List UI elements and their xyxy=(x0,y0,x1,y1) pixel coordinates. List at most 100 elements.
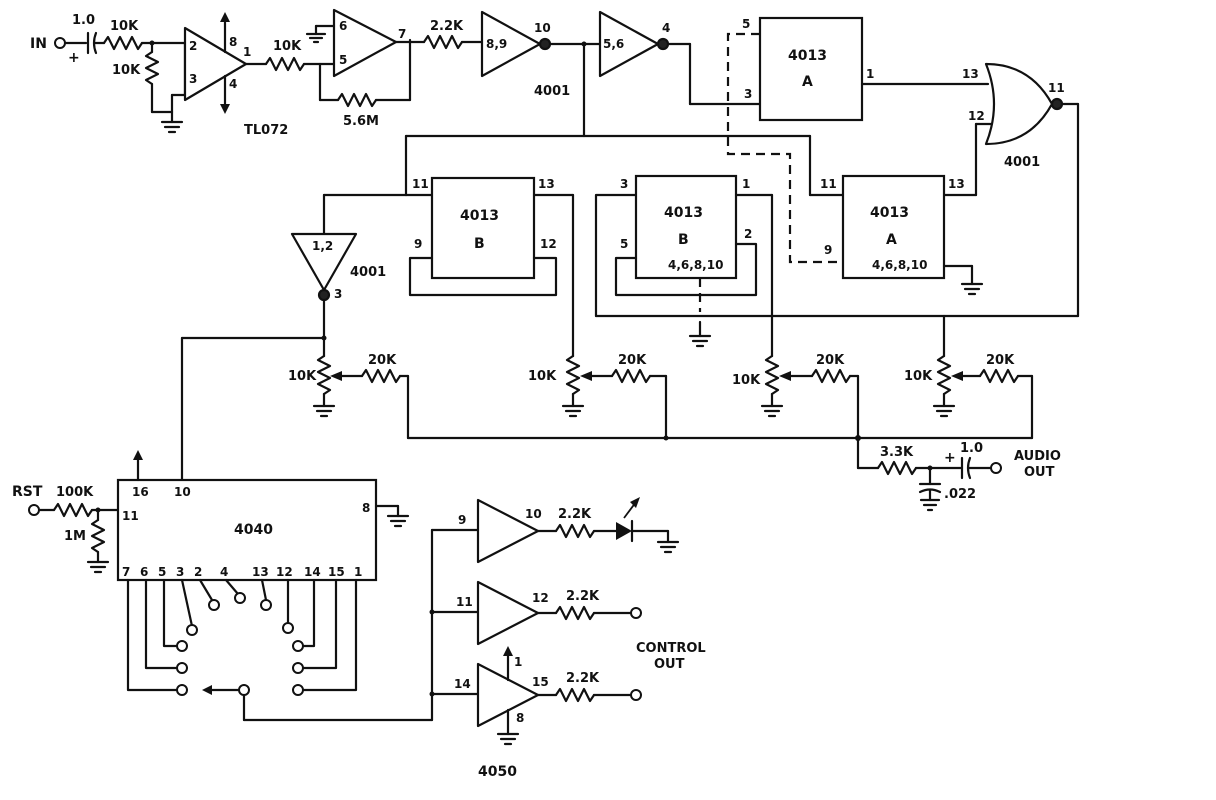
wiper-arrow-icon xyxy=(202,685,212,695)
input-stage: IN 1.0 + 10K 10K 2 3 8 4 1 TL072 xyxy=(30,8,484,138)
selector-contact[interactable] xyxy=(292,662,304,674)
buffer-pin-1: 1 xyxy=(514,655,522,669)
counter-pin-8: 8 xyxy=(362,501,370,515)
mix-resistor-3 xyxy=(810,368,852,384)
ffa-right-pin-13: 13 xyxy=(948,177,965,191)
control-resistor-2-value: 2.2K xyxy=(566,671,600,686)
opamp2-pin-5: 5 xyxy=(339,53,347,67)
selector-contact[interactable] xyxy=(176,662,188,674)
led-resistor-value: 2.2K xyxy=(558,507,592,522)
ffb-left-sub: B xyxy=(474,236,485,252)
audio-out-label-1: AUDIO xyxy=(1014,449,1061,464)
counter-pin-11: 11 xyxy=(122,509,139,523)
feedback-resistor-value: 5.6M xyxy=(343,114,379,129)
selector-contact[interactable] xyxy=(176,640,188,652)
mix2-value: 20K xyxy=(618,353,647,368)
input-resistor-value: 10K xyxy=(110,19,139,34)
selector-contact[interactable] xyxy=(186,624,198,636)
gate2-output-pin: 4 xyxy=(662,21,670,35)
flipflop-a-right: 4013 A 4,6,8,10 11 13 9 xyxy=(820,174,984,358)
opamp2-pin-6: 6 xyxy=(339,19,347,33)
audio-out-terminal xyxy=(990,462,1002,474)
control-out-label-2: OUT xyxy=(654,657,685,672)
nor-pin-12: 12 xyxy=(968,109,985,123)
input-terminal xyxy=(54,37,66,49)
opamp1-pin-3: 3 xyxy=(189,72,197,86)
ffb-left-label: 4013 xyxy=(460,208,499,224)
selector-contact[interactable] xyxy=(292,684,304,696)
opamp1-pin-2: 2 xyxy=(189,39,197,53)
control-out-terminal-2 xyxy=(630,689,642,701)
input-label: IN xyxy=(30,36,47,52)
opamp1-pin-4: 4 xyxy=(229,77,237,91)
gain-resistor-value: 10K xyxy=(273,39,302,54)
counter-bottom-pin: 5 xyxy=(158,565,166,579)
selector-contact[interactable] xyxy=(260,599,272,611)
counter-bottom-pin: 3 xyxy=(176,565,184,579)
selector-contact[interactable] xyxy=(234,592,246,604)
inverter-input-pins: 1,2 xyxy=(312,239,333,253)
input-cap-value: 1.0 xyxy=(72,13,95,28)
ffa-top-pin-3: 3 xyxy=(744,87,752,101)
power-arrow-up-icon xyxy=(133,450,143,460)
mix-resistor-4 xyxy=(978,368,1020,384)
nor-part-label: 4001 xyxy=(1004,155,1040,170)
mix4-value: 20K xyxy=(986,353,1015,368)
audio-out-label-2: OUT xyxy=(1024,465,1055,480)
ffa-right-label: 4013 xyxy=(870,205,909,221)
nor-gate-buffer-1 xyxy=(480,10,542,78)
gate1-input-pins: 8,9 xyxy=(486,37,507,51)
reset-pulldown-resistor xyxy=(90,518,106,554)
ffb-mid-power-pins: 4,6,8,10 xyxy=(668,258,723,272)
buffer-pin-8: 8 xyxy=(516,711,524,725)
counter-bottom-pin: 7 xyxy=(122,565,130,579)
nor-pin-13: 13 xyxy=(962,67,979,81)
selector-contact[interactable] xyxy=(292,640,304,652)
nor-gate-4001 xyxy=(984,62,1054,146)
ffa-top-sub: A xyxy=(802,74,813,90)
filter-cap-value: .022 xyxy=(944,487,976,502)
selector-contact[interactable] xyxy=(176,684,188,696)
output-resistor xyxy=(876,460,918,476)
buffer-pin-15: 15 xyxy=(532,675,549,689)
selector-contact[interactable] xyxy=(282,622,294,634)
inverter-part-label: 4001 xyxy=(350,265,386,280)
opamp-stage-2 xyxy=(332,8,398,78)
output-resistor-value: 3.3K xyxy=(880,445,914,460)
bias-resistor xyxy=(144,50,160,86)
ffa-right-pin-11: 11 xyxy=(820,177,837,191)
counter-pin-16: 16 xyxy=(132,485,149,499)
mixer-network: 10K 20K 10K 20K 10K 20K xyxy=(288,353,1061,512)
selector-contact[interactable] xyxy=(208,599,220,611)
flipflop-4013-a-top xyxy=(758,16,864,122)
pot1-value: 10K xyxy=(288,369,317,384)
bias-resistor-value: 10K xyxy=(112,63,141,78)
ffa-top-label: 4013 xyxy=(788,48,827,64)
buffer-part-label: 4050 xyxy=(478,764,517,780)
gate1-output-pin: 10 xyxy=(534,21,551,35)
output-cap-value: 1.0 xyxy=(960,441,983,456)
output-cap-polarity: + xyxy=(944,450,956,466)
rotary-selector-wiper[interactable] xyxy=(238,684,250,696)
buffer-pin-12: 12 xyxy=(532,591,549,605)
reset-label: RST xyxy=(12,484,43,500)
pot2-value: 10K xyxy=(528,369,557,384)
feedback-resistor xyxy=(336,92,378,108)
power-arrow-up-icon xyxy=(220,12,230,22)
input-cap-polarity: + xyxy=(68,50,80,66)
mix-resistor-2 xyxy=(610,368,652,384)
counter-bottom-pin: 4 xyxy=(220,565,228,579)
buffer-4050-control-1 xyxy=(476,580,540,646)
counter-bottom-pin: 13 xyxy=(252,565,269,579)
counter-label: 4040 xyxy=(234,522,273,538)
opamp-part-label: TL072 xyxy=(244,123,288,138)
pot4-value: 10K xyxy=(904,369,933,384)
buffer-pin-14: 14 xyxy=(454,677,471,691)
reset-terminal xyxy=(28,504,40,516)
reset-pulldown-value: 1M xyxy=(64,529,86,544)
volume-pot-4 xyxy=(936,354,952,396)
ffa-right-sub: A xyxy=(886,232,897,248)
counter-4040 xyxy=(116,478,378,582)
ffb-left-pin-13: 13 xyxy=(538,177,555,191)
